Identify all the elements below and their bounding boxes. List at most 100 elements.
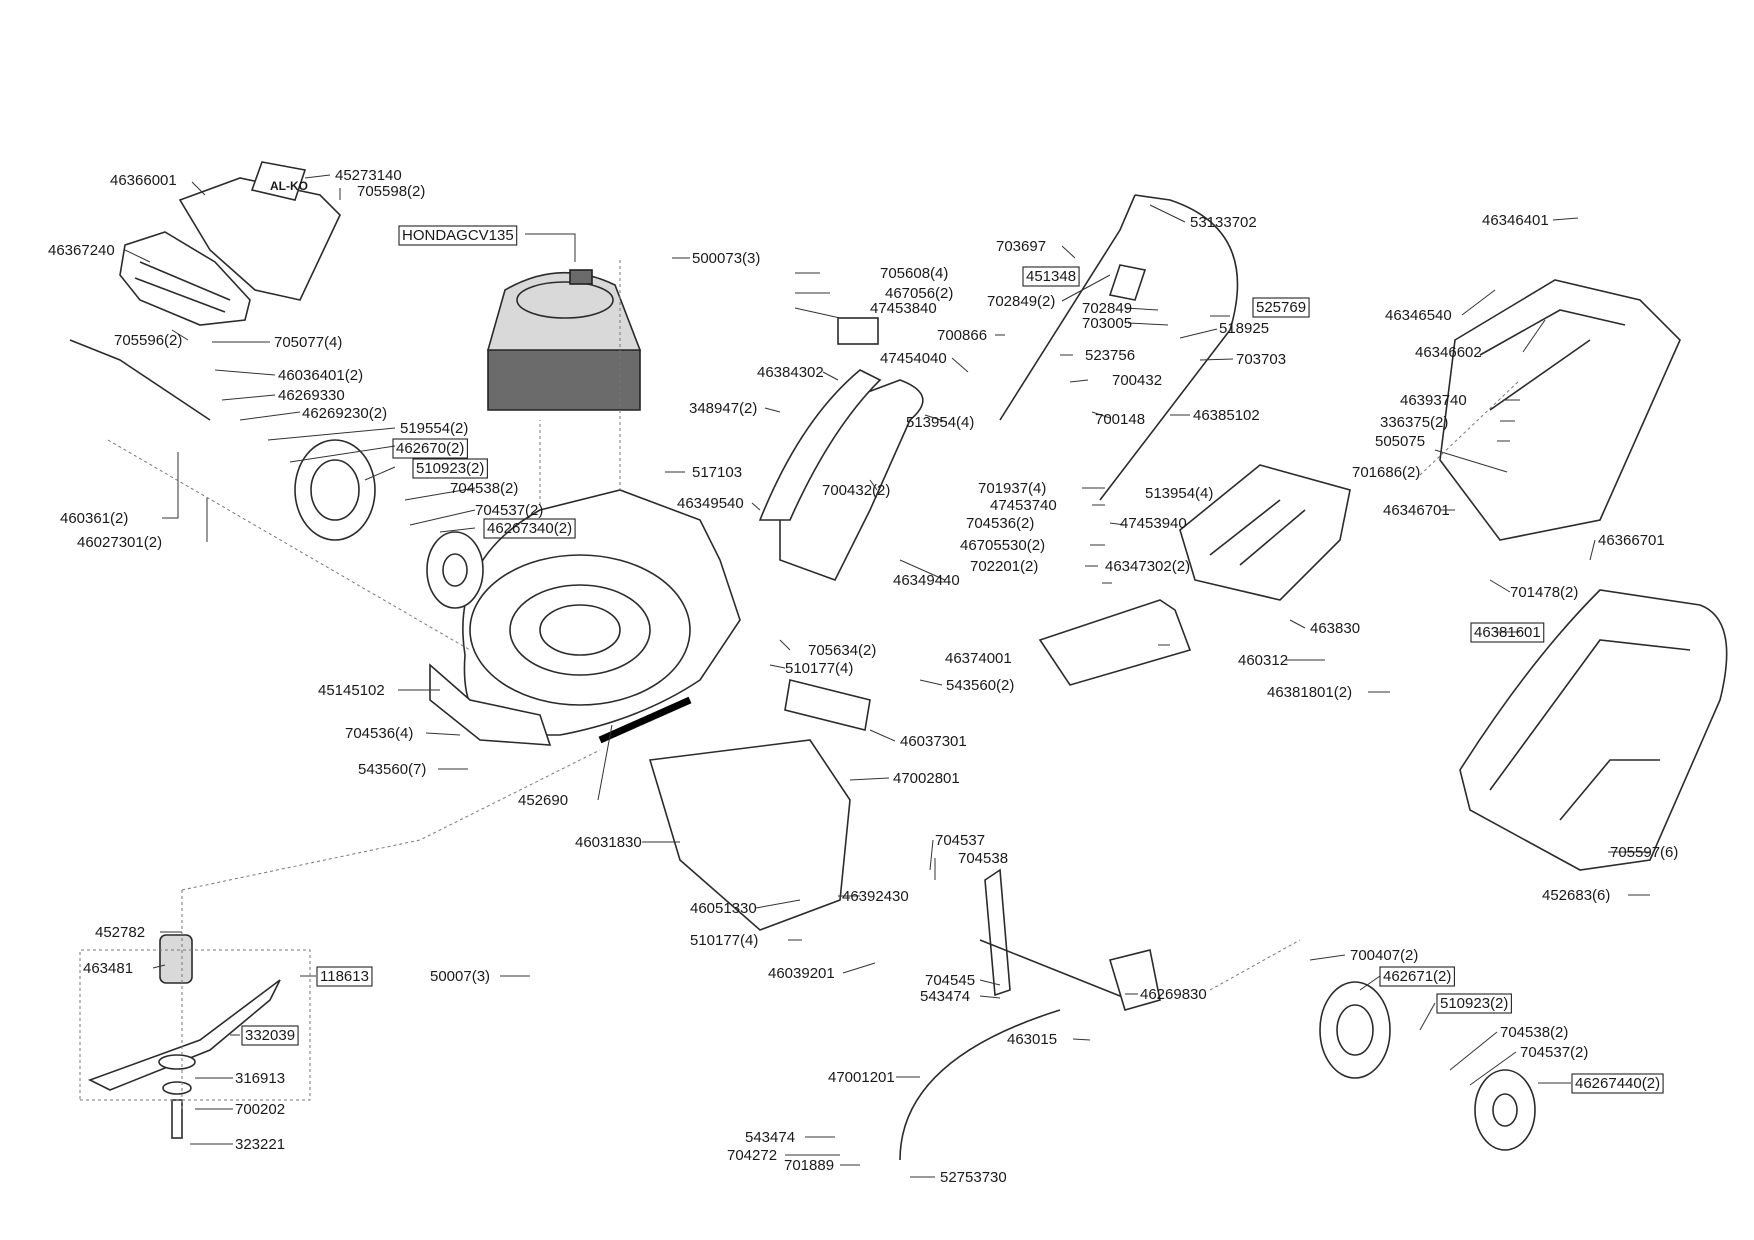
label-l17: 46267340(2) <box>487 520 572 537</box>
label-l5: HONDAGCV135 <box>402 227 514 244</box>
brand-logo-text: AL-KO <box>270 179 308 193</box>
mulch-chute <box>1038 599 1192 686</box>
alignment-guides <box>79 260 1521 1110</box>
label-l101: 705597(6) <box>1610 844 1678 861</box>
label-l73: 523756 <box>1085 347 1135 364</box>
engine <box>486 269 642 411</box>
label-l36: 510177(4) <box>785 660 853 677</box>
label-l89: 46381801(2) <box>1267 684 1352 701</box>
label-l83: 46705530(2) <box>960 537 1045 554</box>
label-l77: 46385102 <box>1193 407 1260 424</box>
label-box-l100 <box>1470 622 1545 643</box>
label-box-l60 <box>241 1025 299 1046</box>
label-l31: 47454040 <box>880 350 947 367</box>
label-l42: 46392430 <box>842 888 909 905</box>
label-l102: 452683(6) <box>1542 887 1610 904</box>
label-l68: 702849 <box>1082 300 1132 317</box>
label-l49: 46269830 <box>1140 986 1207 1003</box>
label-l66: 451348 <box>1026 268 1076 285</box>
label-l32: 513954(4) <box>906 414 974 431</box>
label-l3: 705598(2) <box>357 183 425 200</box>
label-box-l70 <box>1252 297 1310 318</box>
label-l72: 700866 <box>937 327 987 344</box>
label-l54: 701889 <box>784 1157 834 1174</box>
label-l44: 46039201 <box>768 965 835 982</box>
label-box-l108 <box>1571 1073 1664 1094</box>
label-l35: 705634(2) <box>808 642 876 659</box>
label-l80: 513954(4) <box>1145 485 1213 502</box>
label-l106: 704538(2) <box>1500 1024 1568 1041</box>
right-wheel <box>1319 981 1536 1151</box>
label-l28: 47453840 <box>870 300 937 317</box>
label-l37: 543560(2) <box>946 677 1014 694</box>
label-l27: 467056(2) <box>885 285 953 302</box>
label-l30: 348947(2) <box>689 400 757 417</box>
label-l64: 53133702 <box>1190 214 1257 231</box>
label-l45: 704537 <box>935 832 985 849</box>
label-l57: 452782 <box>95 924 145 941</box>
label-l13: 462670(2) <box>396 440 464 457</box>
label-box-l5 <box>398 225 518 246</box>
label-l7: 705596(2) <box>114 332 182 349</box>
label-l88: 460312 <box>1238 652 1288 669</box>
label-box-l66 <box>1022 266 1080 287</box>
label-l29: 46384302 <box>757 364 824 381</box>
label-l85: 46347302(2) <box>1105 558 1190 575</box>
label-l55: 52753730 <box>940 1169 1007 1186</box>
rear-guard <box>648 679 871 931</box>
label-l81: 704536(2) <box>966 515 1034 532</box>
label-l74: 703703 <box>1236 351 1286 368</box>
label-l16: 704537(2) <box>475 502 543 519</box>
label-box-l104 <box>1379 966 1455 987</box>
label-l95: 505075 <box>1375 433 1425 450</box>
label-box-l105 <box>1436 993 1512 1014</box>
label-l38: 46037301 <box>900 733 967 750</box>
label-l90: 46346401 <box>1482 212 1549 229</box>
label-l18: 460361(2) <box>60 510 128 527</box>
label-l53: 704272 <box>727 1147 777 1164</box>
label-l71: 518925 <box>1219 320 1269 337</box>
label-l82: 47453940 <box>1120 515 1187 532</box>
label-l56: 50007(3) <box>430 968 490 985</box>
label-l100: 46381601 <box>1474 624 1541 641</box>
label-box-l14 <box>412 458 488 479</box>
label-l70: 525769 <box>1256 299 1306 316</box>
blade-assembly <box>87 934 281 1139</box>
label-box-l13 <box>392 438 468 459</box>
label-l15: 704538(2) <box>450 480 518 497</box>
label-l107: 704537(2) <box>1520 1044 1588 1061</box>
label-l96: 701686(2) <box>1352 464 1420 481</box>
label-l50: 463015 <box>1007 1031 1057 1048</box>
label-l86: 46374001 <box>945 650 1012 667</box>
leader-lines <box>124 174 1650 1178</box>
label-l63: 323221 <box>235 1136 285 1153</box>
label-l93: 46393740 <box>1400 392 1467 409</box>
label-l52: 543474 <box>745 1129 795 1146</box>
lower-handle <box>758 317 924 581</box>
label-l47: 704545 <box>925 972 975 989</box>
label-l99: 701478(2) <box>1510 584 1578 601</box>
label-l11: 46269230(2) <box>302 405 387 422</box>
label-l87: 463830 <box>1310 620 1360 637</box>
grass-box-lid <box>1179 464 1351 601</box>
label-l59: 118613 <box>320 968 369 985</box>
label-l103: 700407(2) <box>1350 947 1418 964</box>
label-l46: 704538 <box>958 850 1008 867</box>
label-l69: 703005 <box>1082 315 1132 332</box>
label-l41: 46051330 <box>690 900 757 917</box>
label-l25: 452690 <box>518 792 568 809</box>
label-l78: 701937(4) <box>978 480 1046 497</box>
label-l65: 703697 <box>996 238 1046 255</box>
label-l20: 517103 <box>692 464 742 481</box>
label-l60: 332039 <box>245 1027 295 1044</box>
label-l108: 46267440(2) <box>1575 1075 1660 1092</box>
label-l79: 47453740 <box>990 497 1057 514</box>
label-l10: 46269330 <box>278 387 345 404</box>
label-l76: 700148 <box>1095 411 1145 428</box>
label-l91: 46346540 <box>1385 307 1452 324</box>
label-box-l17 <box>483 518 576 539</box>
label-l9: 46036401(2) <box>278 367 363 384</box>
label-l75: 700432 <box>1112 372 1162 389</box>
label-l33: 700432(2) <box>822 482 890 499</box>
